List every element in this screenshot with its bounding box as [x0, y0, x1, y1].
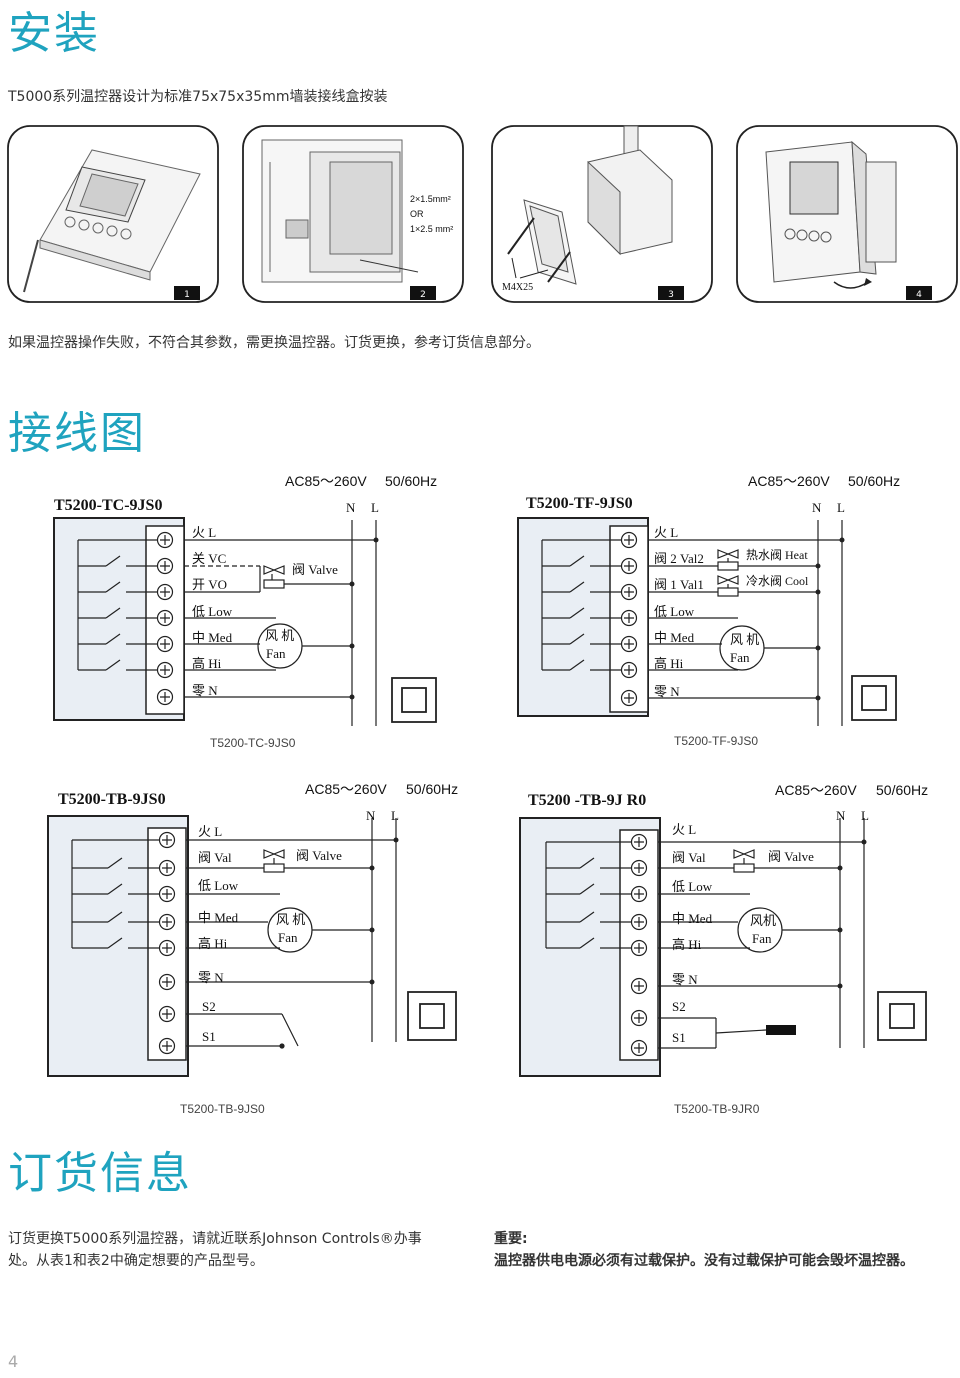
neutral-label: N — [346, 500, 356, 515]
term-L: 火 L — [198, 824, 222, 839]
term-S2: S2 — [672, 999, 686, 1014]
step-label-1: 1 — [184, 290, 190, 300]
install-heading: 安装 — [8, 8, 100, 59]
fan-label-en: Fan — [730, 650, 750, 665]
valve-label: 阀 Valve — [292, 562, 338, 577]
term-L: 火 L — [192, 525, 216, 540]
neutral-label: N — [836, 808, 846, 823]
term-N: 零 N — [192, 683, 218, 698]
fan-label-cn: 风 机 — [265, 628, 294, 643]
term-N: 零 N — [198, 970, 224, 985]
wire-spec-1: 2×1.5mm² — [410, 194, 451, 204]
fan-label-en: Fan — [752, 931, 772, 946]
term-val2: 阀 2 Val2 — [654, 551, 704, 566]
term-med: 中 Med — [192, 630, 233, 645]
line-label: L — [391, 808, 399, 823]
term-low: 低 Low — [192, 604, 233, 619]
diagram-caption: T5200-TC-9JS0 — [210, 736, 296, 750]
important-text: 温控器供电电源必须有过载保护。没有过载保护可能会毁坏温控器。 — [494, 1253, 914, 1270]
supply-voltage: AC85～260V — [285, 473, 367, 489]
fan-label-cn: 风机 — [750, 913, 776, 928]
neutral-label: N — [812, 500, 822, 515]
wire-spec-3: 1×2.5 mm² — [410, 224, 453, 234]
term-S1: S1 — [202, 1029, 216, 1044]
diagram-caption: T5200-TB-9JS0 — [180, 1102, 265, 1116]
step-label-4: 4 — [916, 290, 922, 300]
line-label: L — [371, 500, 379, 515]
term-low: 低 Low — [654, 604, 695, 619]
term-VC: 关 VC — [192, 551, 226, 566]
fan-label-en: Fan — [266, 646, 286, 661]
line-label: L — [837, 500, 845, 515]
term-med: 中 Med — [672, 911, 713, 926]
valve-cool-label: 冷水阀 Cool — [746, 574, 809, 588]
diagram-caption: T5200-TB-9JR0 — [674, 1102, 760, 1116]
install-step-images: 1 2×1.5mm² OR 1×2.5 mm² 2 M4X25 3 — [7, 125, 958, 303]
term-hi: 高 Hi — [654, 656, 684, 671]
wiring-heading: 接线图 — [8, 408, 146, 459]
wiring-diagram-tb-jr: AC85～260V 50/60Hz N L T5200 -TB-9J R0 火 … — [519, 782, 928, 1077]
neutral-label: N — [366, 808, 376, 823]
page-number: 4 — [8, 1352, 19, 1371]
term-L: 火 L — [672, 822, 696, 837]
term-L: 火 L — [654, 525, 678, 540]
screw-label: M4X25 — [502, 282, 533, 293]
supply-voltage: AC85～260V — [775, 782, 857, 798]
order-heading: 订货信息 — [8, 1148, 192, 1199]
supply-voltage: AC85～260V — [748, 473, 830, 489]
term-val1: 阀 1 Val1 — [654, 577, 704, 592]
wire-spec-2: OR — [410, 209, 424, 219]
wiring-diagram-tb: AC85～260V 50/60Hz N L T5200-TB-9JS0 火 L … — [47, 781, 458, 1077]
install-description: T5000系列温控器设计为标准75x75x35mm墙装接线盒按装 — [8, 89, 388, 105]
valve-label: 阀 Valve — [768, 849, 814, 864]
term-N: 零 N — [654, 684, 680, 699]
thermostat-back-image — [261, 139, 419, 283]
valve-label: 阀 Valve — [296, 848, 342, 863]
important-note: 重要: 温控器供电电源必须有过载保护。没有过载保护可能会毁坏温控器。 — [494, 1228, 956, 1273]
model-title: T5200-TF-9JS0 — [526, 495, 633, 512]
order-description-line2: 处。从表1和表2中确定想要的产品型号。 — [8, 1253, 264, 1270]
line-label: L — [861, 808, 869, 823]
term-val: 阀 Val — [198, 850, 232, 865]
fan-label-cn: 风 机 — [730, 632, 759, 647]
term-hi: 高 Hi — [198, 936, 228, 951]
diagram-caption: T5200-TF-9JS0 — [674, 734, 759, 748]
term-med: 中 Med — [198, 910, 239, 925]
term-VO: 开 VO — [192, 577, 227, 592]
model-title: T5200-TC-9JS0 — [54, 497, 162, 514]
supply-frequency: 50/60Hz — [848, 473, 900, 489]
order-description-line1: 订货更换T5000系列温控器，请就近联系Johnson Controls®办事 — [8, 1231, 422, 1247]
term-S2: S2 — [202, 999, 216, 1014]
step-label-2: 2 — [420, 290, 426, 300]
model-title: T5200 -TB-9J R0 — [528, 792, 646, 809]
wiring-diagram-tf: AC85～260V 50/60Hz N L T5200-TF-9JS0 火 L … — [517, 473, 900, 726]
valve-heat-label: 热水阀 Heat — [746, 548, 808, 562]
important-label: 重要: — [494, 1231, 528, 1247]
supply-frequency: 50/60Hz — [406, 781, 458, 797]
failure-note: 如果温控器操作失败，不符合其参数，需更换温控器。订货更换，参考订货信息部分。 — [8, 335, 540, 351]
term-N: 零 N — [672, 972, 698, 987]
supply-frequency: 50/60Hz — [385, 473, 437, 489]
model-title: T5200-TB-9JS0 — [58, 791, 166, 808]
supply-frequency: 50/60Hz — [876, 782, 928, 798]
thermostat-front-image — [23, 149, 201, 293]
supply-voltage: AC85～260V — [305, 781, 387, 797]
fan-label-en: Fan — [278, 930, 298, 945]
term-S1: S1 — [672, 1030, 686, 1045]
wallbox-mount-image — [507, 125, 673, 285]
term-val: 阀 Val — [672, 850, 706, 865]
term-low: 低 Low — [198, 878, 239, 893]
order-description: 订货更换T5000系列温控器，请就近联系Johnson Controls®办事 … — [8, 1228, 478, 1273]
wiring-diagram-tc: AC85～260V 50/60Hz N L T5200-TC-9JS0 — [53, 473, 437, 726]
term-med: 中 Med — [654, 630, 695, 645]
fan-label-cn: 风 机 — [276, 912, 305, 927]
term-hi: 高 Hi — [672, 937, 702, 952]
step-label-3: 3 — [668, 290, 674, 300]
term-hi: 高 Hi — [192, 656, 222, 671]
thermostat-attach-image — [765, 140, 897, 289]
term-low: 低 Low — [672, 879, 713, 894]
